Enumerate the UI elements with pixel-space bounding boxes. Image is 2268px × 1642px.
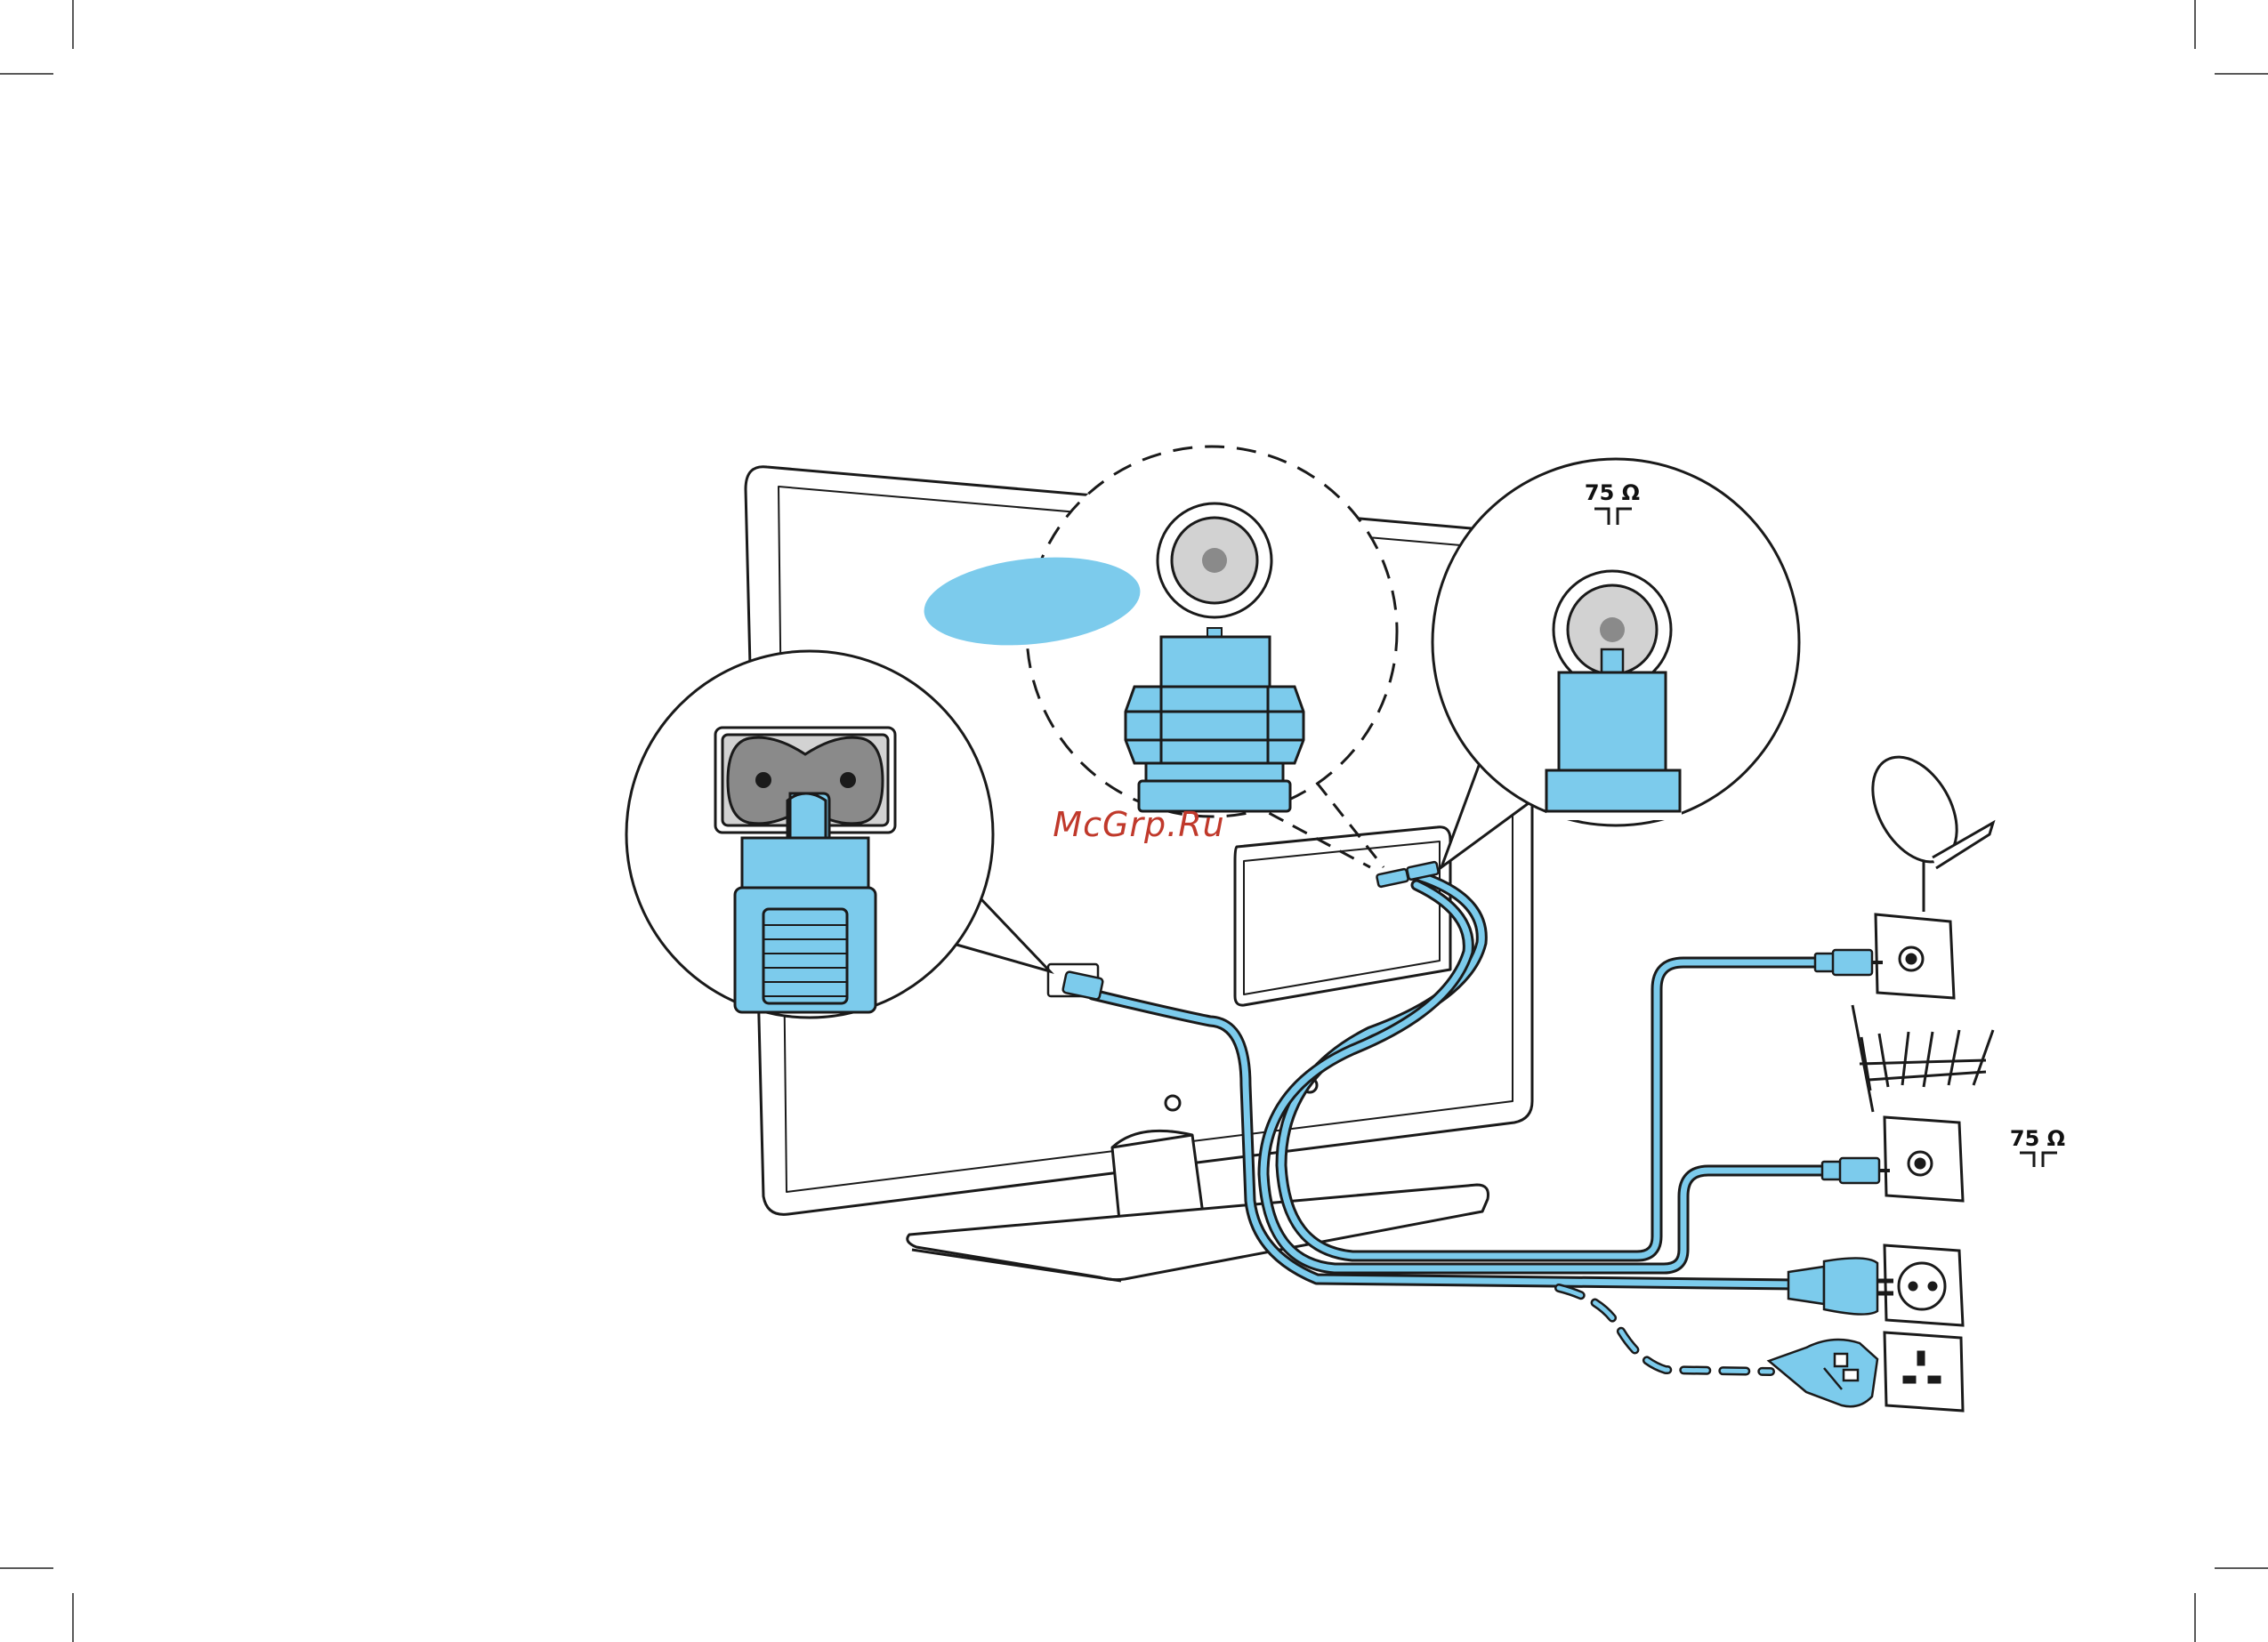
aerial-coax-plug: [1822, 1158, 1890, 1183]
coax-wall-outlet-aerial: [1885, 1117, 1963, 1201]
svg-text:75 Ω: 75 Ω: [2010, 1126, 2065, 1151]
satellite-coax-plug: [1815, 950, 1883, 975]
aerial-antenna-icon: [1852, 1005, 1993, 1112]
eu-power-plug-icon: [1788, 1258, 1893, 1314]
uk-power-socket-icon: [1885, 1332, 1963, 1411]
watermark-text: McGrp.Ru: [1053, 805, 1224, 844]
coax-symbol-icon: [2020, 1153, 2057, 1167]
coax-wall-outlet-satellite: [1876, 914, 1954, 998]
wall-impedance-label: 75 Ω: [2010, 1126, 2065, 1167]
impedance-label: 75 Ω: [1585, 480, 1640, 505]
uk-power-plug-icon: [1769, 1340, 1877, 1406]
satellite-dish-icon: [1855, 743, 1993, 912]
coax-input-callout: 75 Ω: [1433, 459, 1799, 867]
eu-power-socket-icon: [1885, 1245, 1963, 1325]
